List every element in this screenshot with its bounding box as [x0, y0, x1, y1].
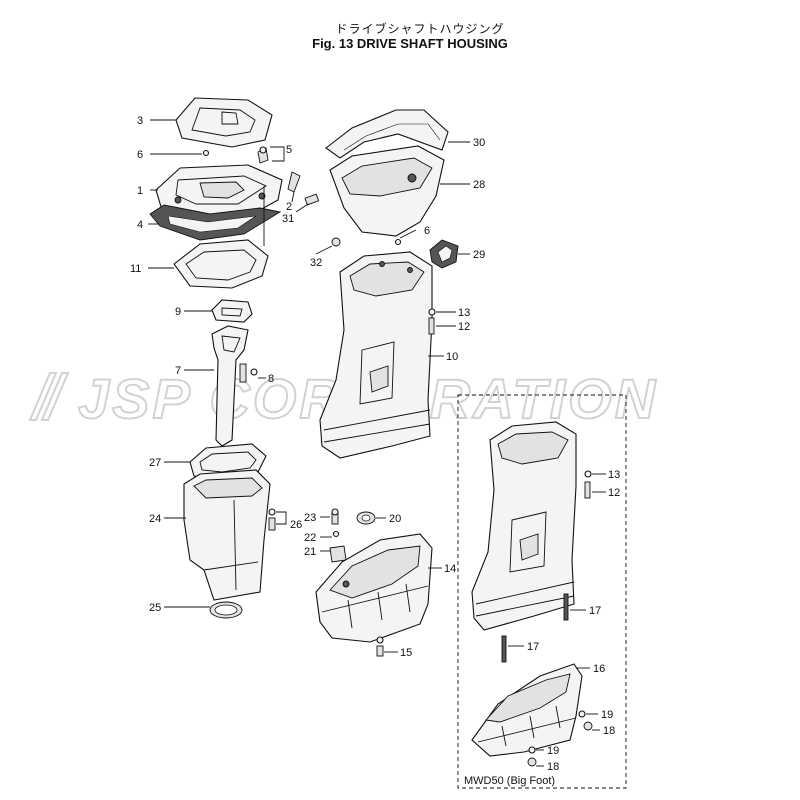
inset-part-18-19-right [578, 710, 593, 731]
label-part-21: 21 [304, 546, 316, 558]
label-part-27: 27 [149, 457, 161, 469]
label-part-23: 23 [304, 512, 316, 524]
part-28-upper-case [329, 145, 445, 237]
inset-caption: MWD50 (Big Foot) [464, 775, 555, 787]
part-12-13-bolt-washer [428, 308, 436, 335]
part-30-mount-ring [325, 109, 449, 159]
label-part-15: 15 [400, 647, 412, 659]
part-1-upper-mount [155, 164, 283, 223]
label-part-22: 22 [304, 532, 316, 544]
part-9-plate [211, 299, 253, 323]
part-32-nut [331, 237, 341, 247]
part-24-lower-case [183, 469, 271, 601]
inset-label-part-12: 12 [608, 487, 620, 499]
label-part-8: 8 [268, 373, 274, 385]
label-part-31: 31 [282, 213, 294, 225]
inset-part-12-13-bolt-washer [584, 470, 592, 499]
part-2-stud [287, 171, 301, 193]
inset-label-part-19-right: 19 [601, 709, 613, 721]
part-3-top-gasket [175, 97, 273, 148]
part-29-mount-pad [429, 239, 459, 269]
diagram-title-japanese: ドライブシャフトハウジング [335, 22, 505, 36]
inset-label-part-18-right: 18 [603, 725, 615, 737]
inset-part-17-stud-lower [501, 635, 507, 663]
label-part-26: 26 [290, 519, 302, 531]
diagram-title: Fig. 13 DRIVE SHAFT HOUSING [312, 36, 508, 51]
part-5-bolts [257, 146, 269, 164]
label-part-30: 30 [473, 137, 485, 149]
inset-label-part-17-upper: 17 [589, 605, 601, 617]
part-25-seal-ring [209, 601, 243, 619]
part-31-bolt [304, 193, 320, 206]
label-part-10: 10 [446, 351, 458, 363]
label-part-5: 5 [286, 144, 292, 156]
inset-part-16-lower-housing-big-foot [471, 663, 583, 757]
inset-frame [457, 394, 627, 789]
inset-drive-shaft-housing [471, 421, 577, 631]
inset-label-part-19-left: 19 [547, 745, 559, 757]
inset-label-part-17-lower: 17 [527, 641, 539, 653]
part-14-lower-housing [315, 533, 433, 643]
label-part-25: 25 [149, 602, 161, 614]
label-part-14: 14 [444, 563, 456, 575]
part-15-bolt [376, 636, 384, 657]
part-7-exhaust-pipe [211, 325, 249, 447]
label-part-11: 11 [130, 263, 141, 275]
inset-label-part-16: 16 [593, 663, 605, 675]
label-part-20: 20 [389, 513, 401, 525]
label-part-24: 24 [149, 513, 161, 525]
label-part-6: 6 [137, 149, 143, 161]
label-part-7: 7 [175, 365, 181, 377]
label-part-32: 32 [310, 257, 322, 269]
label-part-28: 28 [473, 179, 485, 191]
label-part-1: 1 [137, 185, 143, 197]
part-22-washer [332, 530, 340, 538]
label-part-6-right: 6 [424, 225, 430, 237]
label-part-12: 12 [458, 321, 470, 333]
part-6-pin-right [394, 238, 402, 246]
label-part-2: 2 [286, 201, 292, 213]
label-part-9: 9 [175, 306, 181, 318]
part-21-grommet [329, 545, 347, 563]
label-part-13: 13 [458, 307, 470, 319]
part-11-gasket [173, 239, 269, 289]
part-6-pin [202, 149, 210, 157]
inset-label-part-18-left: 18 [547, 761, 559, 773]
label-part-3: 3 [137, 115, 143, 127]
inset-label-part-13: 13 [608, 469, 620, 481]
part-20-seal [356, 511, 376, 525]
inset-part-17-stud-upper [563, 593, 569, 621]
label-part-29: 29 [473, 249, 485, 261]
part-26-bolts [268, 508, 276, 531]
part-10-drive-shaft-housing [319, 251, 433, 459]
inset-part-18-19-left [527, 746, 537, 767]
part-8-bolts [239, 363, 258, 383]
part-23-bolt [331, 508, 339, 525]
label-part-4: 4 [137, 219, 143, 231]
part-4-rubber-seal [149, 204, 282, 241]
